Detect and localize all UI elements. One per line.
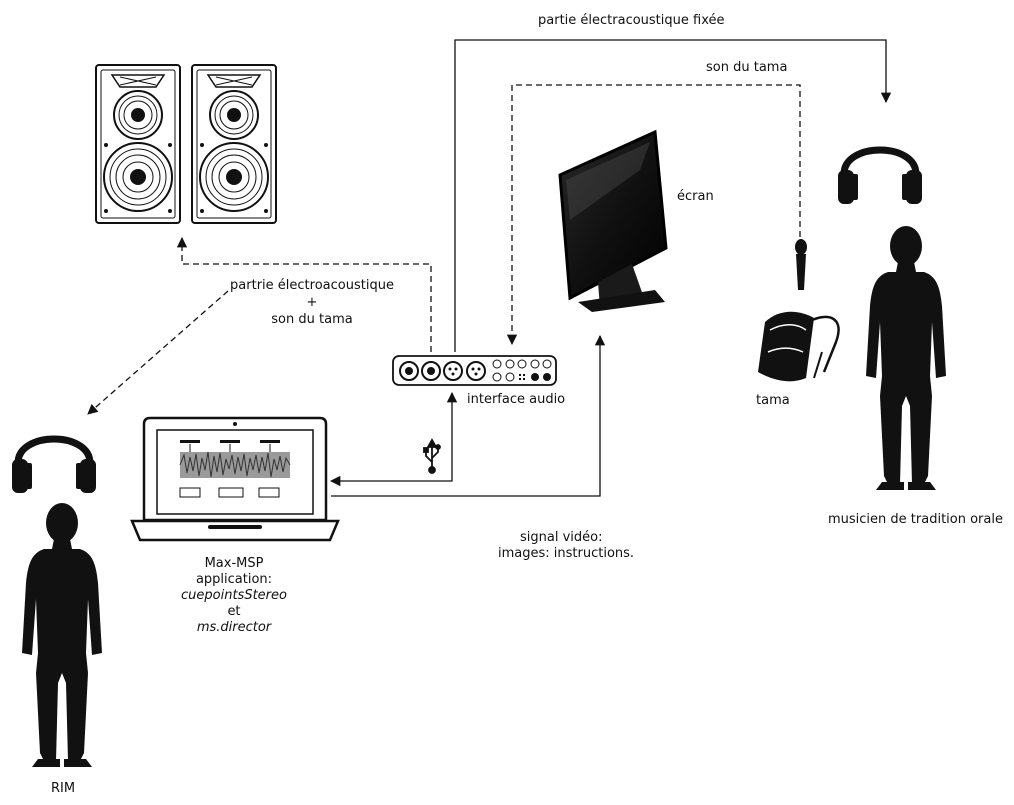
rim-label: RIM — [51, 781, 76, 796]
monitor-icon — [558, 129, 668, 312]
usb-line — [329, 391, 458, 487]
speakers — [95, 64, 277, 224]
microphone-icon — [795, 239, 807, 290]
headphones-icon — [838, 150, 922, 204]
headphone-feed-line — [87, 290, 229, 415]
application-label: application: — [195, 572, 273, 587]
tama-sound-top-label: son du tama — [706, 60, 788, 75]
usb-icon — [423, 438, 441, 474]
musician-label: musicien de tradition orale — [828, 512, 1003, 527]
video-signal-line — [331, 334, 606, 497]
headphones-icon — [12, 439, 96, 493]
speaker-icon — [95, 64, 181, 224]
connections — [87, 39, 892, 497]
et-label: et — [227, 604, 241, 619]
audio-interface-icon — [392, 355, 557, 386]
screen-label: écran — [677, 189, 714, 204]
electro-part-label-line2: son du tama — [271, 312, 353, 327]
speaker-icon — [191, 64, 277, 224]
laptop-icon — [130, 416, 340, 542]
maxmsp-label: Max-MSP — [204, 556, 264, 571]
electro-part-label-plus: + — [306, 295, 318, 310]
director-label: ms.director — [196, 620, 272, 635]
video-signal-label-line1: signal vidéo: — [520, 530, 603, 545]
drum-icon — [758, 311, 840, 382]
person-icon — [866, 226, 946, 490]
person-icon — [22, 503, 102, 767]
tama-label: tama — [756, 393, 790, 408]
cuepoints-label: cuepointsStereo — [181, 588, 287, 603]
speaker-feed-line — [176, 236, 432, 352]
tama-sound-line — [506, 84, 801, 346]
fixed-part-label: partie électracoustique fixée — [538, 13, 725, 28]
fixed-part-line — [454, 39, 892, 352]
video-signal-label-line2: images: instructions. — [498, 546, 635, 561]
audio-interface-label: interface audio — [467, 392, 566, 407]
electro-part-label-line1: partrie électroacoustique — [230, 278, 394, 293]
